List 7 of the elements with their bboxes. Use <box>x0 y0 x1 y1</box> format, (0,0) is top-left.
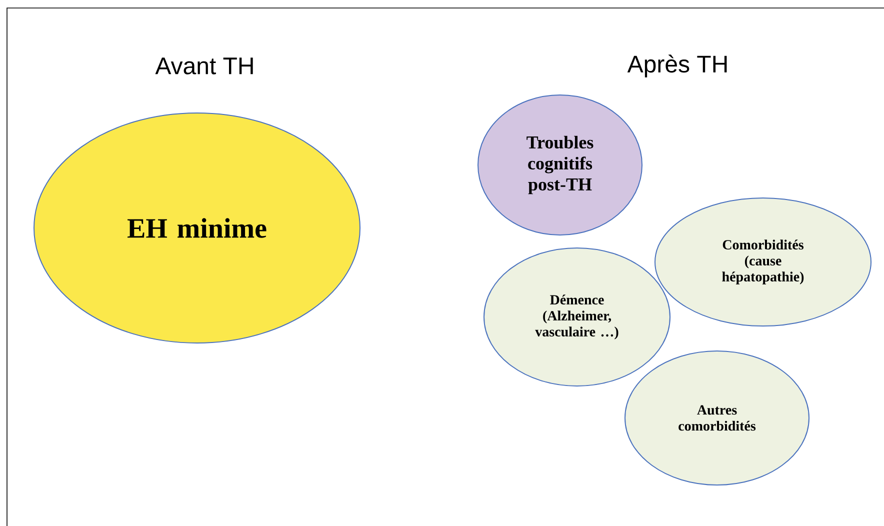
column-heading: Après TH <box>627 54 727 78</box>
ellipse-node: Démence (Alzheimer, vasculaire …) <box>484 248 670 386</box>
ellipse-node: Autres comorbidités <box>624 350 810 486</box>
ellipse-node: EH minime <box>34 112 360 344</box>
ellipse-node: Comorbidités (cause hépatopathie) <box>654 198 872 326</box>
column-heading: Avant TH <box>155 58 253 74</box>
ellipse-node: Troubles cognitifs post-TH <box>478 94 642 236</box>
